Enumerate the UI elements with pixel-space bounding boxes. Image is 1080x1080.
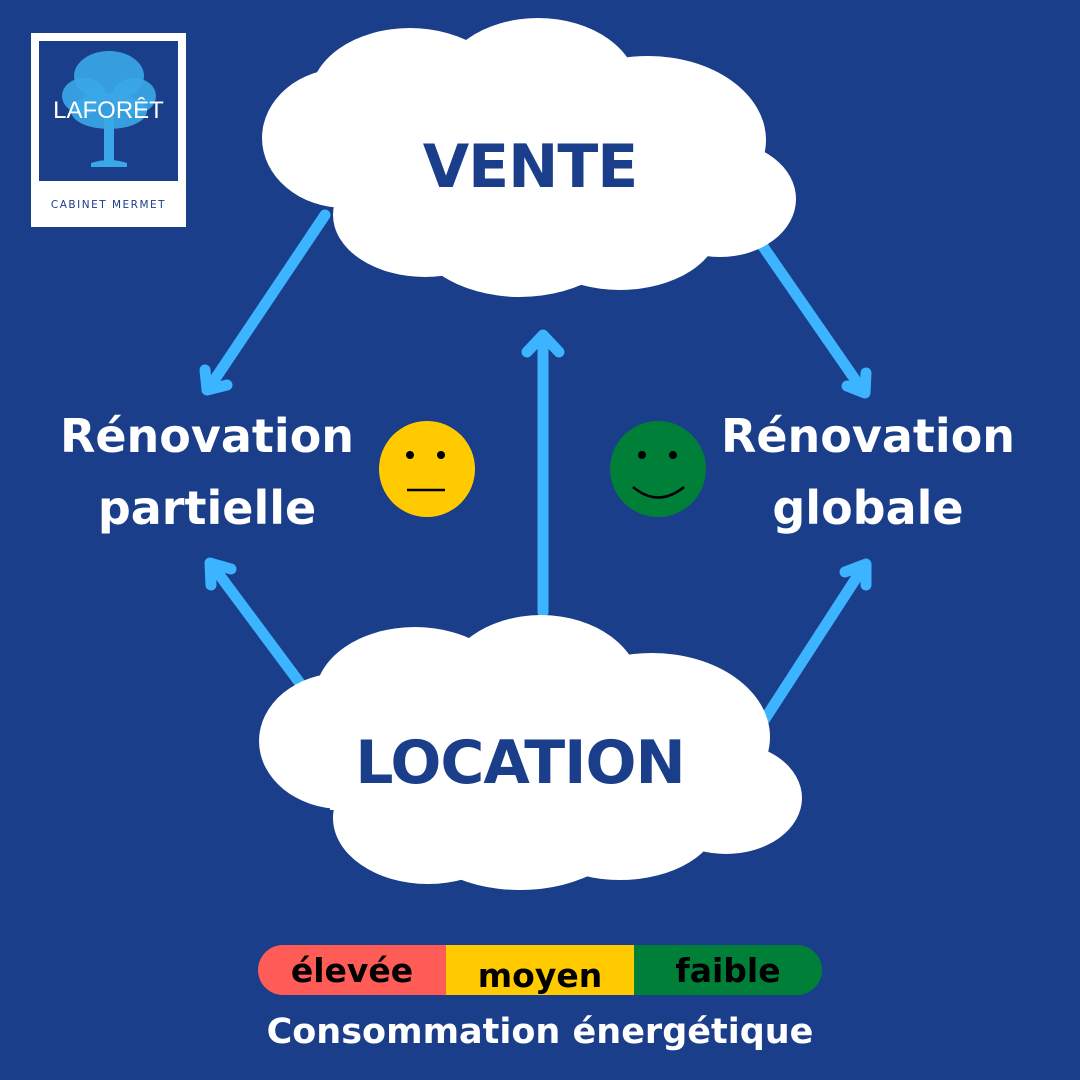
energy-scale-caption: Consommation énergétique — [266, 1012, 814, 1052]
neutral-face-icon — [379, 421, 475, 517]
location-label: LOCATION — [355, 728, 685, 798]
renovation-partielle-label: Rénovation partielle — [42, 400, 372, 544]
vente-label: VENTE — [422, 132, 639, 202]
renovation-partielle-line1: Rénovation — [59, 409, 355, 463]
arrow-location-to-globale — [744, 558, 872, 748]
tree-icon — [62, 51, 156, 167]
scale-segment-medium: moyen — [446, 945, 634, 995]
smiling-face-icon — [610, 421, 706, 517]
arrow-location-to-partielle — [204, 557, 311, 696]
scale-segment-high: élevée — [258, 945, 446, 995]
logo-brand: LAFORÊT — [53, 97, 164, 124]
renovation-partielle-line2: partielle — [97, 481, 317, 535]
scale-segment-low: faible — [634, 945, 822, 995]
energy-scale-bar: élevée moyen faible — [258, 945, 822, 995]
logo-caption: CABINET MERMET — [50, 199, 167, 211]
renovation-globale-line1: Rénovation — [720, 409, 1016, 463]
cloud-location-icon — [259, 615, 802, 890]
arrow-location-to-vente — [521, 329, 565, 618]
arrow-vente-to-globale — [756, 239, 872, 399]
cloud-vente-icon — [262, 18, 796, 297]
renovation-globale-line2: globale — [772, 481, 964, 535]
logo-emblem: LAFORÊT — [39, 41, 178, 181]
arrow-vente-to-partielle — [199, 209, 331, 396]
laforet-logo: LAFORÊT CABINET MERMET — [31, 33, 186, 227]
renovation-globale-label: Rénovation globale — [703, 400, 1033, 544]
